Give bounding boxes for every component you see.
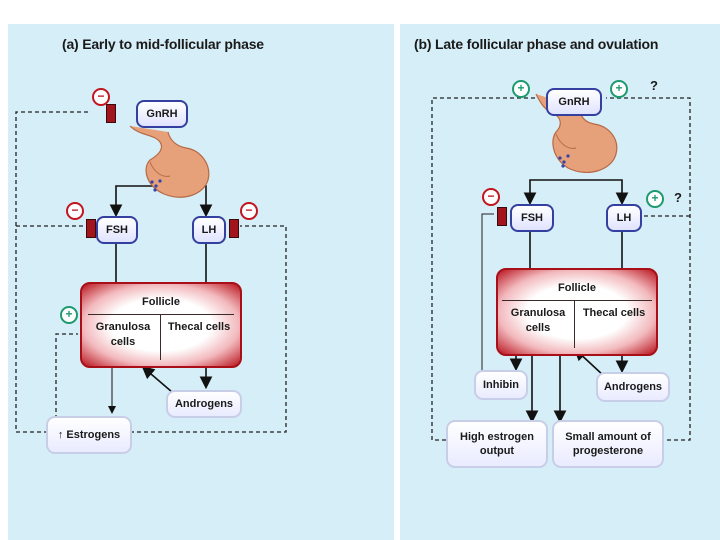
follicle-box-a: Follicle Granulosa cells Thecal cells [80,282,242,368]
panel-b-hormone-arrows [509,179,629,424]
fsh-inhibition-block-a [86,219,96,238]
estrogen-to-gnrh-loop [15,111,88,433]
follicle-label-a: Follicle [142,296,180,308]
b-pituitary-to-fsh-arrow [523,179,572,206]
panel-a-hormone-arrows [108,185,213,414]
fsh-negative-sign-a: − [66,202,84,220]
follicle-divider-v-b [574,300,575,348]
follicle-divider-h-b [502,300,652,301]
panel-b-feedback-loops [431,97,691,441]
question-mark-gnrh-b: ? [650,78,658,93]
estrogen-to-follicle-loop [55,333,78,426]
gnrh-positive-sign-left-b: + [512,80,530,98]
increase-arrow-icon: ↑ [57,429,64,441]
inhibin-to-fsh-loop [481,213,494,370]
thecal-cells-b: Thecal cells [582,307,646,319]
fsh-box-b: FSH [510,204,554,232]
estrogens-label-a: Estrogens [66,429,121,441]
panel-a-feedback-loops [15,111,287,433]
follicle-positive-sign-a: + [60,306,78,324]
high-estrogen-box-b: High estrogen output [446,420,548,468]
estrogen-to-lh-loop [130,225,287,433]
gnrh-inhibition-block-a [106,104,116,123]
androgens-to-granulosa-arrow [141,365,173,393]
lh-negative-sign-a: − [240,202,258,220]
gnrh-box-a: GnRH [136,100,188,128]
lh-box-a: LH [192,216,226,244]
androgens-box-b: Androgens [596,372,670,402]
fsh-inhibition-block-b [497,207,507,226]
granulosa-cells-b: Granulosa cells [510,307,566,334]
follicle-box-b: Follicle Granulosa cells Thecal cells [496,268,658,356]
pituitary-to-fsh-arrow [109,185,160,218]
panel-b-title: (b) Late follicular phase and ovulation [414,36,659,52]
progesterone-box-b: Small amount of progesterone [552,420,664,468]
follicle-divider-v-a [160,314,161,360]
androgens-box-a: Androgens [166,390,242,418]
estrogens-box-a: ↑ Estrogens [46,416,132,454]
fsh-negative-sign-b: − [482,188,500,206]
question-mark-lh-b: ? [674,190,682,205]
lh-box-b: LH [606,204,642,232]
pituitary-illustration-a [129,125,210,198]
lh-positive-sign-b: + [646,190,664,208]
progesterone-to-gnrh-loop [606,97,691,441]
follicle-label-b: Follicle [558,282,596,294]
fsh-box-a: FSH [96,216,138,244]
panel-a-title: (a) Early to mid-follicular phase [62,36,264,52]
lh-inhibition-block-a [229,219,239,238]
gnrh-negative-sign-a: − [92,88,110,106]
thecal-cells-a: Thecal cells [167,321,231,333]
high-estrogen-to-gnrh-loop [431,97,540,441]
b-pituitary-to-lh-arrow [572,179,629,206]
gnrh-box-b: GnRH [546,88,602,116]
granulosa-cells-a: Granulosa cells [95,321,151,348]
gnrh-positive-sign-right-b: + [610,80,628,98]
inhibin-box-b: Inhibin [474,370,528,400]
follicle-divider-h-a [88,314,234,315]
